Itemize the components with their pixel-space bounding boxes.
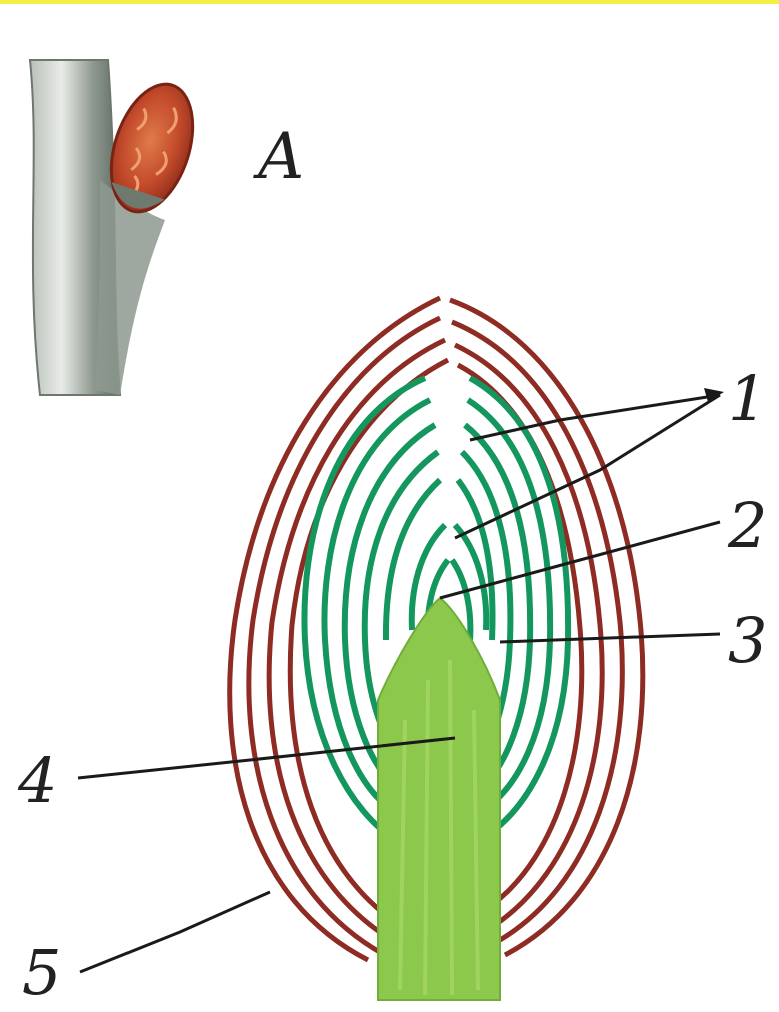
figure-label-a: A xyxy=(258,125,304,189)
callout-label-4: 4 xyxy=(18,750,57,812)
callout-label-5: 5 xyxy=(22,942,61,1004)
twig-with-bud-illustration xyxy=(30,60,208,395)
twig-branch xyxy=(95,180,165,395)
callout-label-2: 2 xyxy=(728,495,767,557)
leader-line-5 xyxy=(80,892,270,972)
callout-label-1: 1 xyxy=(728,368,767,430)
growth-cone xyxy=(378,598,500,1000)
callout-label-3: 3 xyxy=(728,610,767,672)
